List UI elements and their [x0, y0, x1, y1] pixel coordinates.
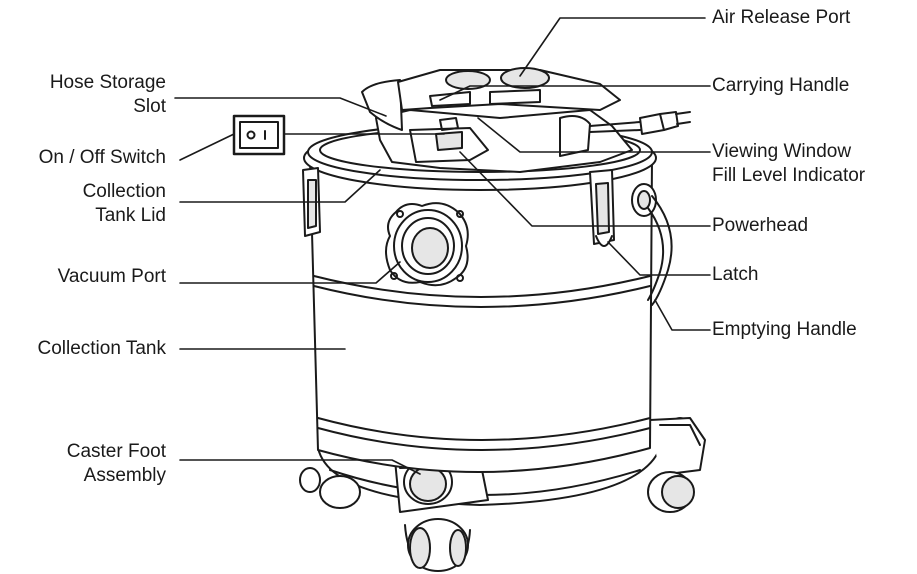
label-hose-storage-slot-line-2: Slot	[133, 96, 166, 117]
label-collection-tank: Collection Tank	[37, 337, 166, 361]
label-viewing-window: Viewing Window Fill Level Indicator	[712, 140, 865, 188]
label-vacuum-port-text: Vacuum Port	[57, 266, 166, 287]
label-vacuum-port: Vacuum Port	[58, 265, 166, 289]
label-on-off-switch-text: On / Off Switch	[38, 147, 166, 168]
label-viewing-window-line-2: Fill Level Indicator	[712, 165, 866, 186]
label-collection-tank-lid-line-2: Tank Lid	[95, 205, 166, 226]
vacuum-port-drawing	[385, 202, 469, 287]
label-viewing-window-line-1: Viewing Window	[712, 141, 852, 162]
label-carrying-handle: Carrying Handle	[712, 74, 849, 98]
label-hose-storage-slot: Hose Storage Slot	[50, 71, 166, 119]
label-hose-storage-slot-line-1: Hose Storage	[49, 72, 166, 93]
label-collection-tank-lid-line-1: Collection	[82, 181, 166, 202]
label-caster-foot-assembly-line-2: Assembly	[83, 465, 166, 486]
label-emptying-handle-text: Emptying Handle	[712, 319, 857, 340]
leader-lines	[174, 17, 711, 475]
label-caster-foot-assembly-line-1: Caster Foot	[66, 441, 166, 462]
label-air-release-port-text: Air Release Port	[712, 7, 851, 28]
label-latch: Latch	[712, 263, 758, 287]
label-carrying-handle-text: Carrying Handle	[712, 75, 850, 96]
label-collection-tank-text: Collection Tank	[37, 338, 166, 359]
powerhead-drawing	[361, 67, 691, 173]
emptying-handle-drawing	[631, 183, 673, 306]
label-collection-tank-lid: Collection Tank Lid	[83, 180, 166, 228]
label-air-release-port: Air Release Port	[712, 6, 850, 30]
label-powerhead: Powerhead	[712, 214, 808, 238]
label-on-off-switch: On / Off Switch	[39, 146, 166, 170]
label-latch-text: Latch	[712, 264, 759, 285]
on-off-switch-inset	[232, 114, 286, 156]
label-emptying-handle: Emptying Handle	[712, 318, 857, 342]
label-powerhead-text: Powerhead	[712, 215, 809, 236]
label-caster-foot-assembly: Caster Foot Assembly	[67, 440, 166, 488]
